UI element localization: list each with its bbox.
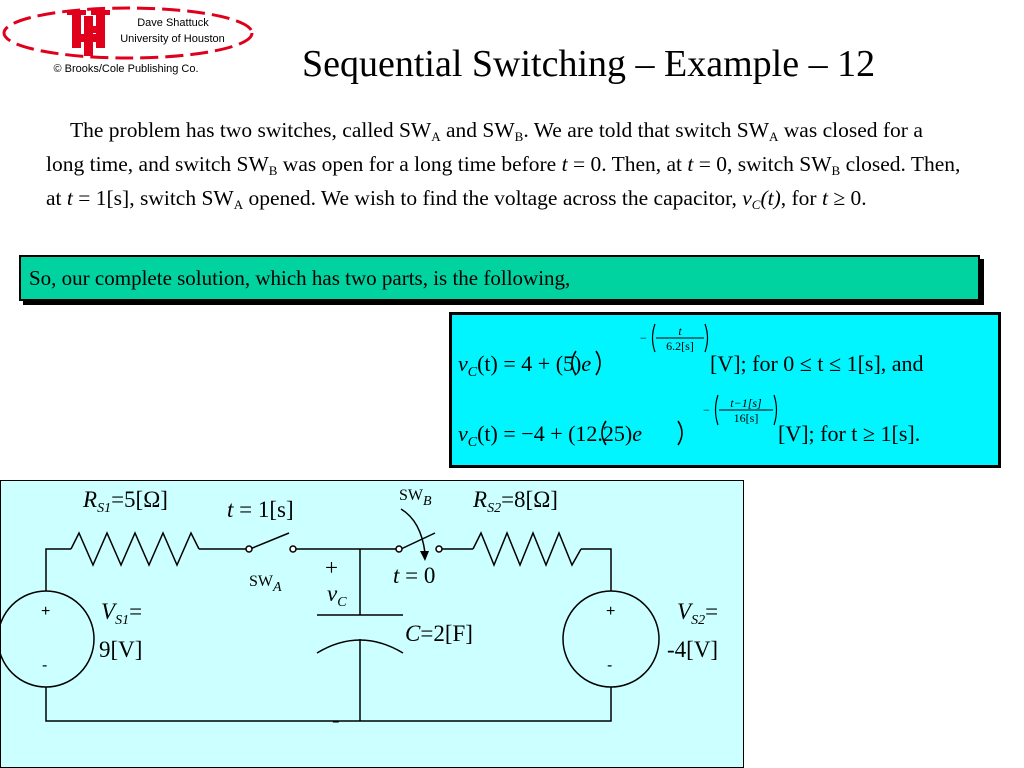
equation-2: vC(t) = −4 + (12.25)e — [458, 421, 643, 450]
switch-b-time-label: t = 0 — [393, 563, 436, 588]
vs1-value: 9[V] — [99, 637, 143, 662]
vc-plus-sign: + — [325, 555, 338, 580]
uh-monogram-icon — [67, 10, 110, 56]
vs2-minus-sign: - — [607, 657, 613, 674]
switch-a-label: SWA — [249, 573, 282, 595]
switch-a-contact-left — [245, 545, 253, 553]
exp2-denominator: 16[s] — [733, 411, 759, 425]
vs1-plus-sign: + — [41, 603, 51, 620]
switch-b-contact-right — [435, 545, 443, 553]
rs1-label: RS1=5[Ω] — [83, 487, 168, 516]
solution-equations: vC(t) = 4 + (5)e − t 6.2[s] [V]; for 0 ≤… — [449, 312, 1001, 468]
slide-title: Sequential Switching – Example – 12 — [302, 43, 876, 85]
exp1-minus: − — [640, 331, 647, 345]
solution-banner: So, our complete solution, which has two… — [19, 255, 980, 301]
university-name: University of Houston — [120, 33, 225, 45]
solution-banner-text: So, our complete solution, which has two… — [29, 266, 571, 290]
wire-left-top — [45, 548, 71, 591]
equation-1-tail: [V]; for 0 ≤ t ≤ 1[s], and — [710, 351, 924, 376]
exp1-numerator: t — [678, 324, 682, 338]
equation-1: vC(t) = 4 + (5)e — [458, 351, 592, 380]
exp2-numerator: t−1[s] — [730, 396, 762, 410]
switch-b-blade — [400, 532, 436, 550]
switch-a-blade — [249, 532, 290, 550]
author-name: Dave Shattuck — [137, 17, 209, 29]
vs2-value: -4[V] — [667, 637, 719, 662]
equation-brackets — [571, 323, 778, 446]
problem-statement: The problem has two switches, called SWA… — [46, 118, 961, 212]
vc-minus-sign: - — [332, 707, 340, 732]
vs1-minus-sign: - — [42, 657, 48, 674]
circuit-diagram: RS1=5[Ω] t = 1[s] SWA SWB RS2=8[Ω] t = 0… — [0, 480, 744, 768]
exp1-denominator: 6.2[s] — [666, 339, 694, 353]
vc-label: vC — [327, 581, 347, 610]
switch-b-arrow — [400, 508, 426, 554]
capacitor-label: C=2[F] — [405, 621, 473, 646]
rs2-label: RS2=8[Ω] — [473, 487, 558, 516]
equation-2-tail: [V]; for t ≥ 1[s]. — [778, 421, 921, 446]
publisher-credit: © Brooks/Cole Publishing Co. — [53, 63, 199, 75]
vs1-label: VS1= — [101, 599, 143, 628]
switch-a-time-label: t = 1[s] — [227, 497, 294, 522]
wire-right-top — [581, 548, 612, 591]
resistor-rs2 — [472, 531, 582, 567]
vs2-plus-sign: + — [606, 603, 616, 620]
vs2-label: VS2= — [677, 599, 719, 628]
resistor-rs1 — [70, 531, 200, 567]
exp2-minus: − — [703, 403, 710, 417]
switch-b-label: SWB — [399, 487, 432, 509]
switch-b-arrowhead-icon — [420, 551, 429, 561]
switch-b-contact-left — [395, 545, 403, 553]
circuit-wiring — [1, 508, 660, 722]
wire-bottom — [45, 687, 612, 722]
switch-a-contact-right — [289, 545, 297, 553]
university-logo — [2, 6, 254, 60]
